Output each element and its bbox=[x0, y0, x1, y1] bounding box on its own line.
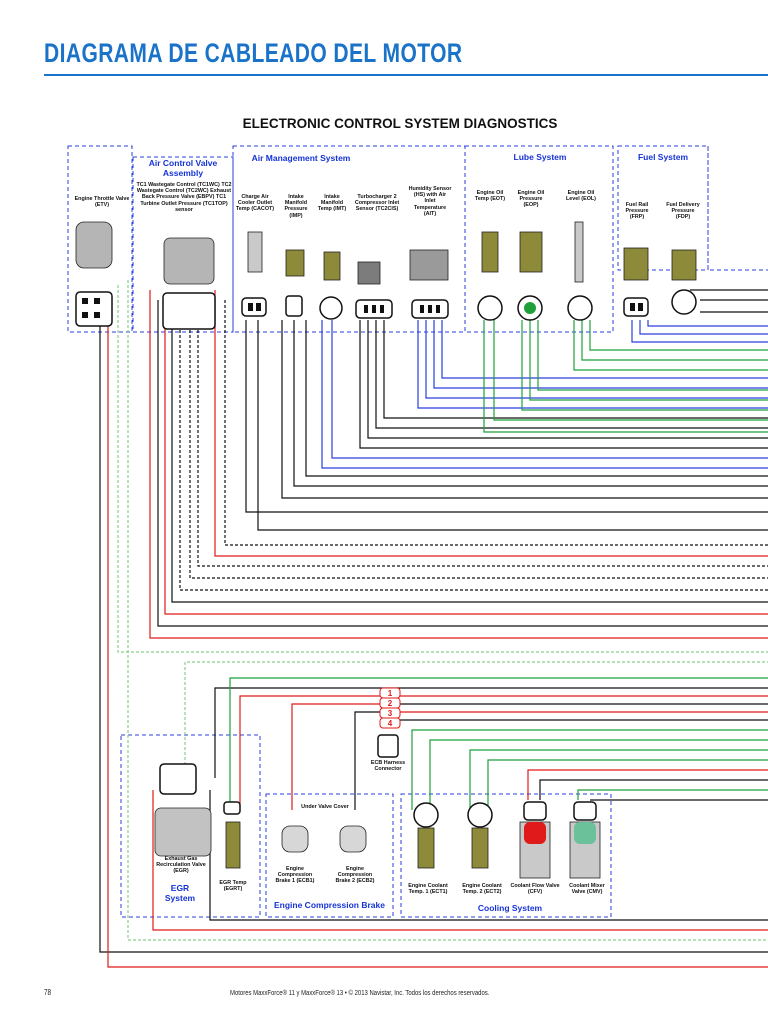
ect1-connector bbox=[413, 802, 439, 828]
ecb-harness-connector-label: ECB Harness Connector bbox=[370, 760, 406, 773]
imp-label: Intake Manifold Pressure (IMP) bbox=[284, 194, 308, 219]
ecb2-label: Engine Compression Brake 2 (ECB2) bbox=[335, 866, 375, 885]
fdp-sensor-body bbox=[671, 249, 697, 281]
ect2-connector bbox=[467, 802, 493, 828]
fuel-system-label: Fuel System bbox=[637, 152, 689, 162]
frp-connector bbox=[623, 297, 649, 317]
air-control-valve-label: Air Control Valve Assembly bbox=[148, 158, 218, 178]
ecb2-body bbox=[339, 825, 367, 853]
egr-valve-body bbox=[154, 807, 212, 857]
cmv-connector bbox=[573, 801, 597, 821]
imt-connector bbox=[319, 296, 343, 320]
page-title: DIAGRAMA DE CABLEADO DEL MOTOR bbox=[44, 38, 463, 68]
acv-components-label: TC1 Wastegate Control (TC1WC) TC2 Wasteg… bbox=[136, 182, 232, 213]
imt-label: Intake Manifold Temp (IMT) bbox=[317, 194, 347, 213]
fuel-system-box bbox=[617, 145, 709, 271]
cooling-system-label: Cooling System bbox=[477, 903, 543, 913]
air-management-label: Air Management System bbox=[251, 153, 351, 163]
ecb-pin-1-label: 1 bbox=[388, 689, 393, 698]
egr-valve-label: Exhaust Gas Recirculation Valve (EGR) bbox=[156, 856, 206, 875]
eot-sensor-body bbox=[481, 231, 499, 273]
ecb1-label: Engine Compression Brake 1 (ECB1) bbox=[275, 866, 315, 885]
acv-connector bbox=[162, 292, 216, 330]
egr-connector bbox=[159, 763, 197, 795]
eot-connector bbox=[477, 295, 503, 321]
ecb-pin-4 bbox=[379, 717, 401, 729]
fdp-connector bbox=[671, 289, 697, 315]
cfv-connector bbox=[523, 801, 547, 821]
lube-system-box bbox=[464, 145, 614, 333]
ect1-sensor-body bbox=[417, 827, 435, 869]
eol-connector bbox=[567, 295, 593, 321]
diagram-title: ELECTRONIC CONTROL SYSTEM DIAGNOSTICS bbox=[242, 116, 558, 131]
cooling-system-box bbox=[400, 793, 612, 918]
imt-sensor-body bbox=[323, 251, 341, 281]
cacot-sensor-body bbox=[247, 231, 263, 273]
egr-system-label: EGR System bbox=[164, 883, 196, 903]
page-number: 78 bbox=[44, 988, 52, 997]
cfv-label: Coolant Flow Valve (CFV) bbox=[510, 883, 560, 896]
egrt-sensor-body bbox=[225, 821, 241, 869]
egrt-label: EGR Temp (EGRT) bbox=[219, 880, 247, 893]
acv-body bbox=[163, 237, 215, 285]
cmv-label: Coolant Mixer Valve (CMV) bbox=[569, 883, 605, 896]
etv-body bbox=[75, 221, 113, 269]
footer-copyright: Motores MaxxForce® 11 y MaxxForce® 13 • … bbox=[230, 990, 490, 997]
under-valve-cover-label: Under Valve Cover bbox=[301, 804, 349, 810]
ect1-label: Engine Coolant Temp. 1 (ECT1) bbox=[408, 883, 448, 896]
imp-sensor-body bbox=[285, 249, 305, 277]
egrt-connector bbox=[223, 801, 241, 815]
eot-label: Engine Oil Temp (EOT) bbox=[474, 190, 506, 203]
tc2cis-label: Turbocharger 2 Compressor Inlet Sensor (… bbox=[354, 194, 400, 213]
eop-label: Engine Oil Pressure (EOP) bbox=[517, 190, 545, 209]
header-rule bbox=[44, 74, 768, 76]
eol-label: Engine Oil Level (EOL) bbox=[566, 190, 596, 203]
frp-label: Fuel Rail Pressure (FRP) bbox=[625, 202, 649, 221]
tc2cis-sensor-body bbox=[357, 261, 381, 285]
ecb-harness-connector bbox=[377, 734, 399, 758]
eol-sensor-body bbox=[574, 221, 584, 283]
lube-system-label: Lube System bbox=[513, 152, 567, 162]
engine-compression-brake-label: Engine Compression Brake bbox=[273, 900, 385, 910]
frp-sensor-body bbox=[623, 247, 649, 281]
ecb-pin-3-label: 3 bbox=[388, 709, 393, 718]
etv-label: Engine Throttle Valve (ETV) bbox=[74, 196, 130, 209]
ect2-label: Engine Coolant Temp. 2 (ECT2) bbox=[462, 883, 502, 896]
eop-sensor-body bbox=[519, 231, 543, 273]
hs-sensor-body bbox=[409, 249, 449, 281]
ect2-sensor-body bbox=[471, 827, 489, 869]
fdp-label: Fuel Delivery Pressure (FDP) bbox=[666, 202, 700, 221]
ecb-system-box bbox=[265, 793, 394, 918]
imp-connector bbox=[285, 295, 303, 317]
cacot-label: Charge Air Cooler Outlet Temp (CACOT) bbox=[235, 194, 275, 213]
ecb1-body bbox=[281, 825, 309, 853]
cacot-connector bbox=[241, 297, 267, 317]
ecb-pin-4-label: 4 bbox=[388, 719, 393, 728]
acv-system-box bbox=[132, 156, 234, 333]
etv-connector bbox=[75, 291, 113, 327]
ecb-pin-2-label: 2 bbox=[388, 699, 393, 708]
hs-ait-label: Humidity Sensor (HS) with Air Inlet Temp… bbox=[408, 186, 452, 217]
